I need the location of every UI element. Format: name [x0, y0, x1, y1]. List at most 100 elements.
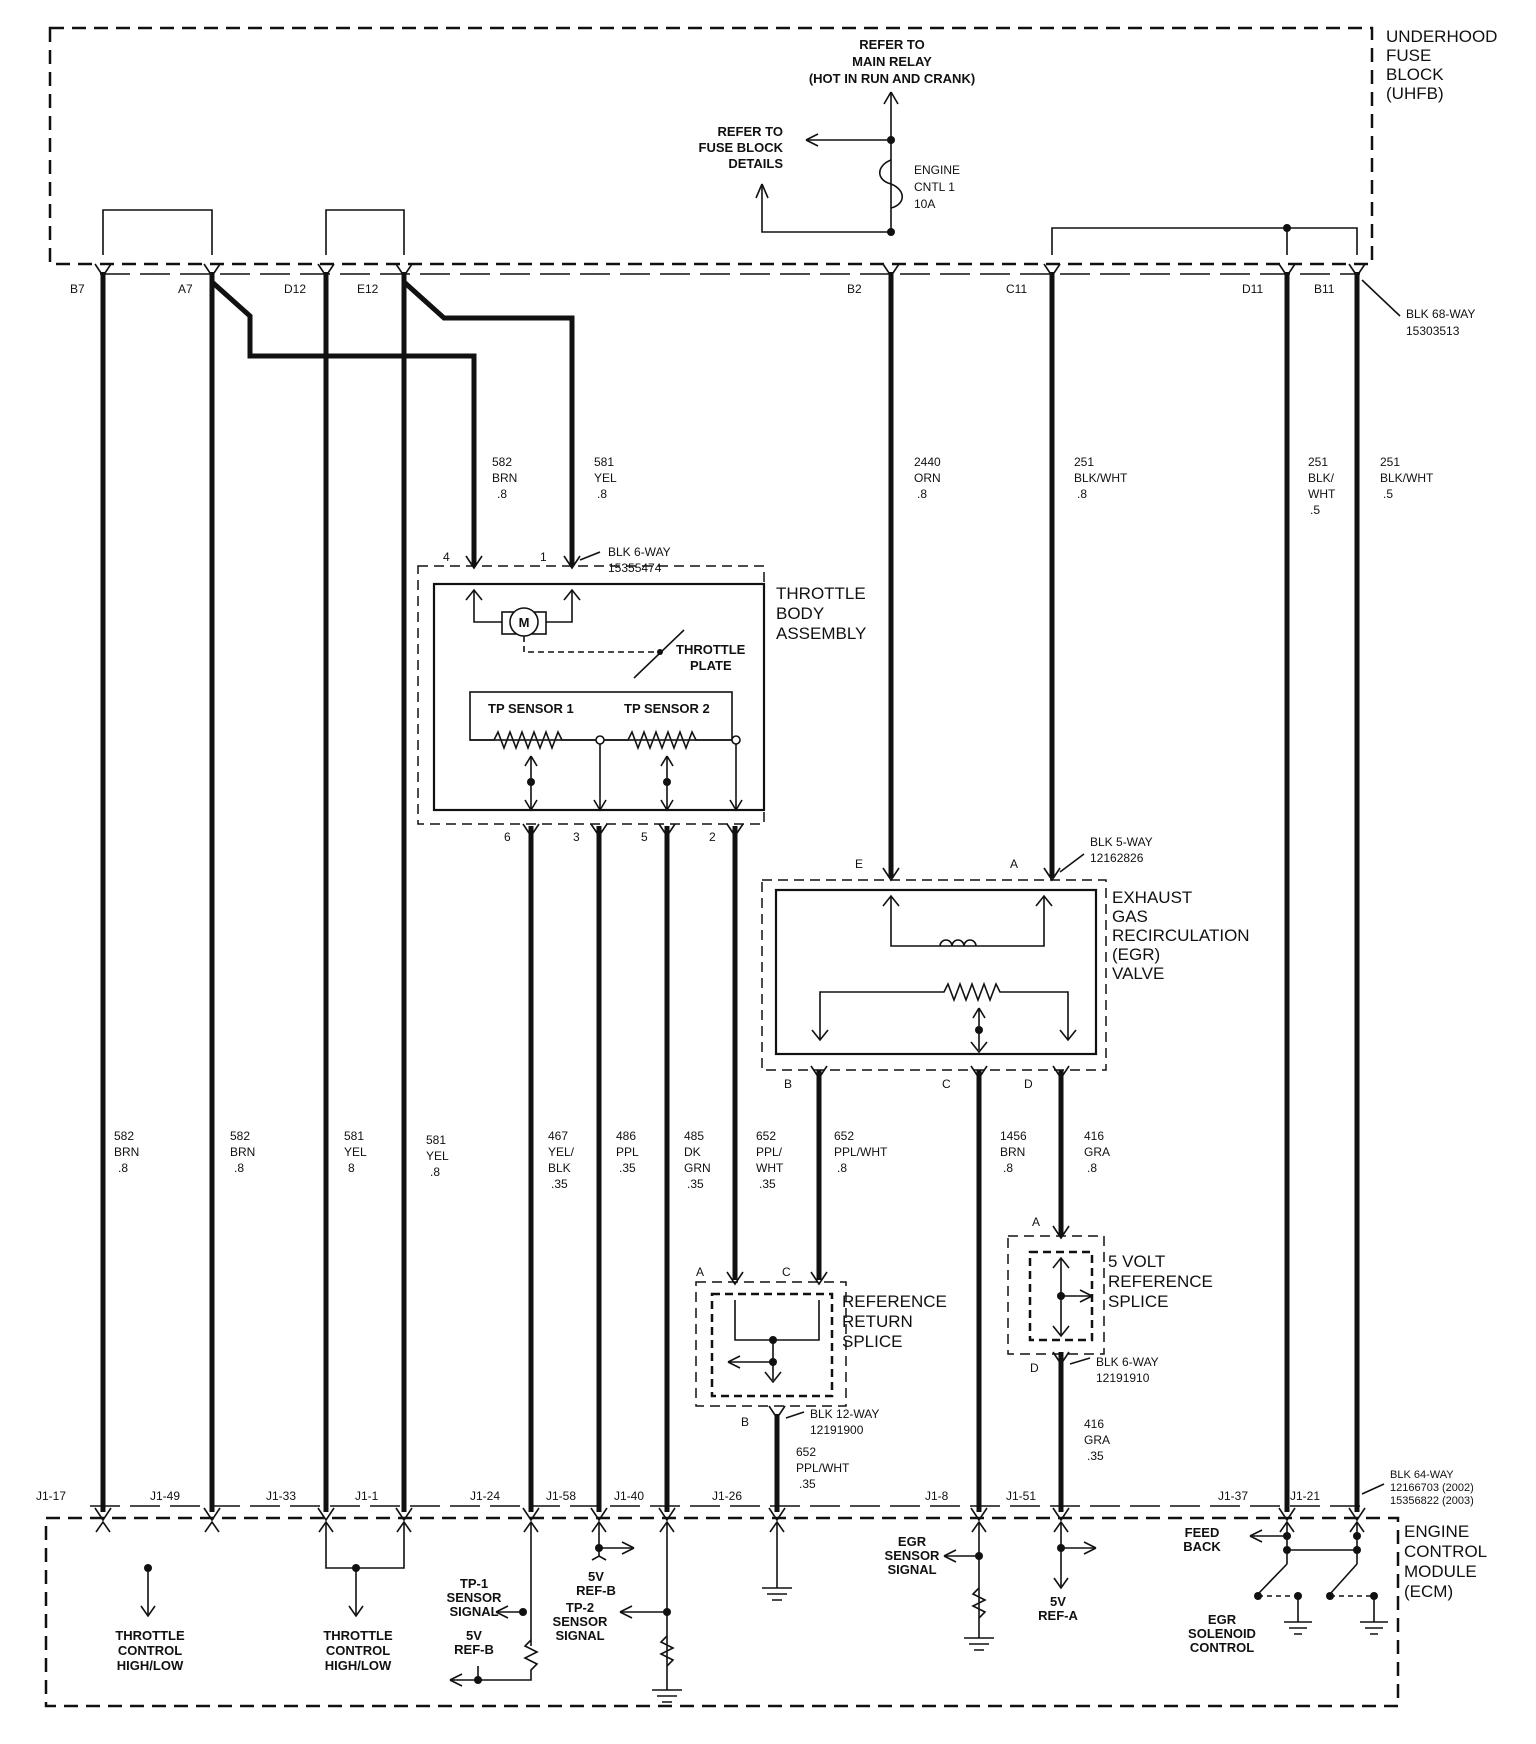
ref-a-label-2: REF-A — [1038, 1608, 1078, 1623]
l581a-num: 581 — [344, 1129, 364, 1143]
w652b-num: 652 — [834, 1129, 854, 1143]
5v-title-1: 5 VOLT — [1108, 1252, 1165, 1271]
w251b-num: 251 — [1308, 455, 1328, 469]
egr-control-label-3: CONTROL — [1190, 1640, 1254, 1655]
w416-num: 416 — [1084, 1129, 1104, 1143]
ref-b2-label-1: 5V — [588, 1569, 604, 1584]
egr-pin-a: A — [1010, 857, 1018, 871]
w2440-color: ORN — [914, 471, 941, 485]
l582a-num: 582 — [114, 1129, 134, 1143]
w467-num: 467 — [548, 1129, 568, 1143]
wires — [100, 272, 1360, 1512]
l581b-size: .8 — [430, 1165, 440, 1179]
tp2-pulldown-resistor — [659, 1635, 675, 1667]
ecm-pin-j1-33: J1-33 — [266, 1489, 296, 1503]
l581a-color: YEL — [344, 1145, 367, 1159]
rr-title-1: REFERENCE — [842, 1292, 947, 1311]
w581-size: .8 — [597, 487, 607, 501]
w251b-color1: BLK/ — [1308, 471, 1335, 485]
tb-title-3: ASSEMBLY — [776, 624, 866, 643]
w582-size: .8 — [497, 487, 507, 501]
w467-color2: BLK — [548, 1161, 571, 1175]
w251c-color: BLK/WHT — [1380, 471, 1434, 485]
ecm-pin-j1-51: J1-51 — [1006, 1489, 1036, 1503]
5v-connector-2: 12191910 — [1096, 1371, 1150, 1385]
w467-color1: YEL/ — [548, 1145, 575, 1159]
uhfb-pin-d11: D11 — [1242, 282, 1263, 296]
w251b-size: .5 — [1310, 503, 1320, 517]
throttle-plate-1: THROTTLE — [676, 642, 746, 657]
rr-title-3: SPLICE — [842, 1332, 902, 1351]
w2440-num: 2440 — [914, 455, 941, 469]
five-volt-reference-splice: A 5 VOLT REFERENCE SPLICE D BLK 6-WAY 12… — [1007, 1215, 1213, 1385]
feedback-label-1: FEED — [1185, 1525, 1220, 1540]
underhood-fuse-block: UNDERHOOD FUSE BLOCK (UHFB) REFER TO MAI… — [48, 26, 1497, 338]
ref-b1-label-2: REF-B — [454, 1642, 494, 1657]
ecm-pin-j1-17: J1-17 — [36, 1489, 66, 1503]
5v-title-2: REFERENCE — [1108, 1272, 1213, 1291]
throttle-control-2-l2: CONTROL — [326, 1643, 390, 1658]
w416b-size: .35 — [1087, 1449, 1104, 1463]
egr-signal-label-2: SENSOR — [885, 1548, 941, 1563]
relay-ref-3: (HOT IN RUN AND CRANK) — [809, 71, 975, 86]
egr-valve: BLK 5-WAY 12162826 E A EXHAUST GAS RECIR… — [761, 835, 1250, 1091]
tb-pin-5: 5 — [641, 830, 648, 844]
tp-sensor-1-resistor — [470, 729, 600, 751]
egr-pulldown-resistor — [971, 1587, 987, 1619]
w652c-size: .35 — [799, 1477, 816, 1491]
w416b-color: GRA — [1084, 1433, 1110, 1447]
throttle-control-1-l2: CONTROL — [118, 1643, 182, 1658]
w416b-num: 416 — [1084, 1417, 1104, 1431]
egr-title-2: GAS — [1112, 907, 1148, 926]
w581-color: YEL — [594, 471, 617, 485]
ecm-connector-2: 12166703 (2002) — [1390, 1482, 1474, 1494]
w251c-num: 251 — [1380, 455, 1400, 469]
rr-title-2: RETURN — [842, 1312, 913, 1331]
uhfb-title-1: UNDERHOOD — [1386, 27, 1497, 46]
w1456-num: 1456 — [1000, 1129, 1027, 1143]
tb-title-2: BODY — [776, 604, 824, 623]
rr-pin-a: A — [696, 1265, 704, 1279]
egr-pin-c: C — [942, 1077, 951, 1091]
w251a-color: BLK/WHT — [1074, 471, 1128, 485]
w582-color: BRN — [492, 471, 517, 485]
connector-pins — [94, 263, 1366, 278]
ecm-pin-j1-26: J1-26 — [712, 1489, 742, 1503]
wire-582-throttle — [210, 280, 477, 566]
ecm-pin-j1-8: J1-8 — [925, 1489, 949, 1503]
l582b-size: .8 — [234, 1161, 244, 1175]
fuse-label-1: ENGINE — [914, 163, 960, 177]
engine-control-module: J1-17 J1-49 J1-33 J1-1 J1-24 J1-58 J1-40… — [36, 1469, 1487, 1708]
tp-sensor-2-label: TP SENSOR 2 — [624, 701, 710, 716]
l581b-color: YEL — [426, 1149, 449, 1163]
ground-icon-egr-ctrl-1 — [1284, 1621, 1312, 1635]
ecm-title-4: (ECM) — [1404, 1582, 1453, 1601]
w485-size: .35 — [687, 1177, 704, 1191]
egr-title-3: RECIRCULATION — [1112, 926, 1250, 945]
egr-signal-label-1: EGR — [898, 1534, 927, 1549]
rr-pin-c: C — [782, 1265, 791, 1279]
w485-num: 485 — [684, 1129, 704, 1143]
uhfb-pin-a7: A7 — [178, 282, 193, 296]
egr-pin-e: E — [855, 857, 863, 871]
tb-pin-4: 4 — [443, 550, 450, 564]
tp1-label-3: SIGNAL — [449, 1604, 498, 1619]
fuse-label-3: 10A — [914, 197, 935, 211]
uhfb-pin-c11: C11 — [1006, 282, 1027, 296]
tb-pin-6: 6 — [504, 830, 511, 844]
fuse-block-ref-arrow — [805, 133, 819, 147]
egr-pin-b: B — [784, 1077, 792, 1091]
w652a-num: 652 — [756, 1129, 776, 1143]
w1456-color: BRN — [1000, 1145, 1025, 1159]
egr-signal-label-3: SIGNAL — [887, 1562, 936, 1577]
ecm-connector-1: BLK 64-WAY — [1390, 1469, 1454, 1481]
ecm-title-1: ENGINE — [1404, 1522, 1469, 1541]
w251a-num: 251 — [1074, 455, 1094, 469]
feedback-label-2: BACK — [1183, 1539, 1221, 1554]
w652c-color: PPL/WHT — [796, 1461, 850, 1475]
w486-num: 486 — [616, 1129, 636, 1143]
ecm-pin-j1-21: J1-21 — [1290, 1489, 1320, 1503]
ref-a-label-1: 5V — [1050, 1594, 1066, 1609]
w416-size: .8 — [1087, 1161, 1097, 1175]
tp-sensor-1-label: TP SENSOR 1 — [488, 701, 574, 716]
